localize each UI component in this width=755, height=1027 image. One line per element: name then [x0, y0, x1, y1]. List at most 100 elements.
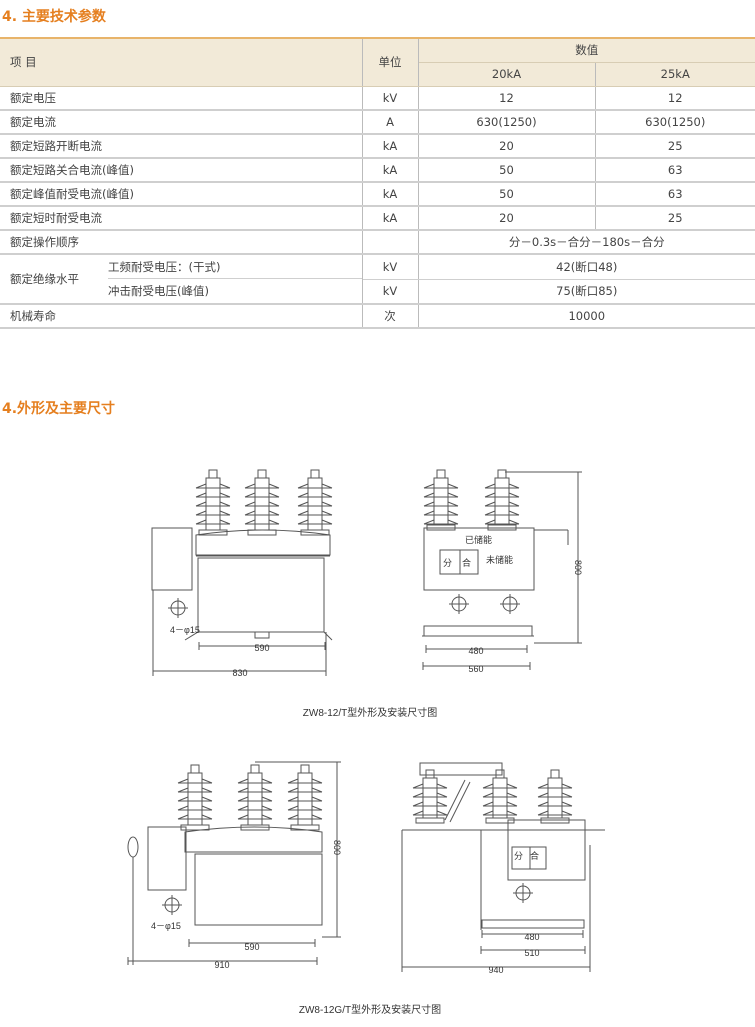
row-25ka: 25 [595, 206, 755, 231]
insulator-flange [247, 529, 277, 536]
insulator-body [494, 477, 510, 526]
insulator-shed [297, 501, 333, 507]
insulator-shed [297, 483, 333, 489]
insulator-shed [177, 787, 213, 793]
insulator-shed [484, 519, 520, 525]
header-item: 项 目 [0, 37, 363, 87]
insulator-flange [198, 529, 228, 536]
insulator-cap [208, 469, 218, 479]
dim-label: 590 [254, 643, 269, 653]
row-value: 75(断口85) [418, 279, 755, 305]
insulator-shed [537, 801, 573, 807]
dim-label: 910 [214, 960, 229, 970]
insulator-shed [237, 787, 273, 793]
control-box [151, 527, 193, 591]
insulator-shed [244, 519, 280, 525]
base-frame [481, 919, 585, 929]
insulator-cap [250, 764, 260, 774]
row-item: 额定电流 [0, 110, 363, 135]
insulator-shed [195, 510, 231, 516]
insulator-cap [497, 469, 507, 479]
lifting-ring [127, 836, 139, 858]
insulator-shed [482, 810, 518, 816]
row-25ka: 63 [595, 182, 755, 207]
header-values: 数值 [418, 37, 755, 63]
breaker-tank [194, 853, 323, 926]
insulator-body [297, 772, 313, 826]
isolator-blade [444, 779, 466, 821]
insulator-cap [300, 764, 310, 774]
insulator-shed [423, 501, 459, 507]
insulator-shed [177, 796, 213, 802]
row-item: 机械寿命 [0, 304, 363, 329]
dim-label: 830 [232, 668, 247, 678]
insulator-cap [550, 769, 560, 779]
dim-label: 800 [332, 840, 342, 855]
close-panel [529, 846, 547, 870]
row-item: 额定短路关合电流(峰值) [0, 158, 363, 183]
row-unit: kV [362, 86, 419, 111]
insulator-shed [244, 492, 280, 498]
insulator-shed [195, 492, 231, 498]
close-label: 合 [530, 850, 539, 861]
insulator-cap [436, 469, 446, 479]
insulator-shed [412, 801, 448, 807]
row-subitem: 冲击耐受电压(峰值) [108, 284, 209, 298]
insulator-shed [177, 805, 213, 811]
hole-label: 4－φ15 [151, 921, 181, 931]
insulator-cap [310, 469, 320, 479]
insulator-shed [482, 783, 518, 789]
row-item: 额定操作顺序 [0, 230, 363, 255]
section-title-dimensions: 4.外形及主要尺寸 [2, 401, 116, 417]
row-unit: kA [362, 158, 419, 183]
table-row: 额定操作顺序 分－0.3s－合分－180s－合分 [0, 230, 755, 255]
dim-label: 560 [468, 664, 483, 674]
insulator-body [422, 777, 438, 819]
row-unit: 次 [362, 304, 419, 329]
insulator-shed [244, 501, 280, 507]
drawing-line [449, 781, 471, 823]
insulator-shed [484, 510, 520, 516]
insulator-shed [537, 783, 573, 789]
insulator-shed [297, 492, 333, 498]
insulator-body [307, 477, 323, 531]
row-25ka: 630(1250) [595, 110, 755, 135]
insulator-shed [195, 501, 231, 507]
stored-label: 已储能 [465, 534, 492, 545]
drain [254, 631, 270, 639]
breaker-tank [197, 557, 325, 633]
row-value: 分－0.3s－合分－180s－合分 [418, 230, 755, 255]
breaker-tank [507, 819, 586, 881]
row-subitem: 工频耐受电压：(干式) [108, 255, 362, 279]
insulator-body [187, 772, 203, 826]
drawing-line [323, 631, 333, 641]
insulator-shed [297, 510, 333, 516]
row-20ka: 20 [418, 134, 596, 159]
insulator-shed [177, 778, 213, 784]
header-20ka: 20kA [418, 62, 596, 87]
insulator-shed [412, 792, 448, 798]
row-25ka: 63 [595, 158, 755, 183]
insulator-shed [237, 814, 273, 820]
insulator-shed [237, 805, 273, 811]
row-value: 42(断口48) [418, 254, 755, 280]
insulator-shed [423, 492, 459, 498]
insulator-shed [537, 810, 573, 816]
insulator-shed [423, 483, 459, 489]
drawing-caption: ZW8-12G/T型外形及安装尺寸图 [299, 1003, 441, 1016]
insulator-body [247, 772, 263, 826]
dim-label: 940 [488, 965, 503, 975]
breaker-top-cover [184, 826, 323, 853]
row-20ka: 630(1250) [418, 110, 596, 135]
insulator-flange [415, 817, 445, 824]
insulator-shed [237, 796, 273, 802]
insulator-shed [244, 510, 280, 516]
dim-label: 590 [244, 942, 259, 952]
hole-label: 4－φ15 [170, 625, 200, 635]
close-panel [459, 549, 479, 575]
